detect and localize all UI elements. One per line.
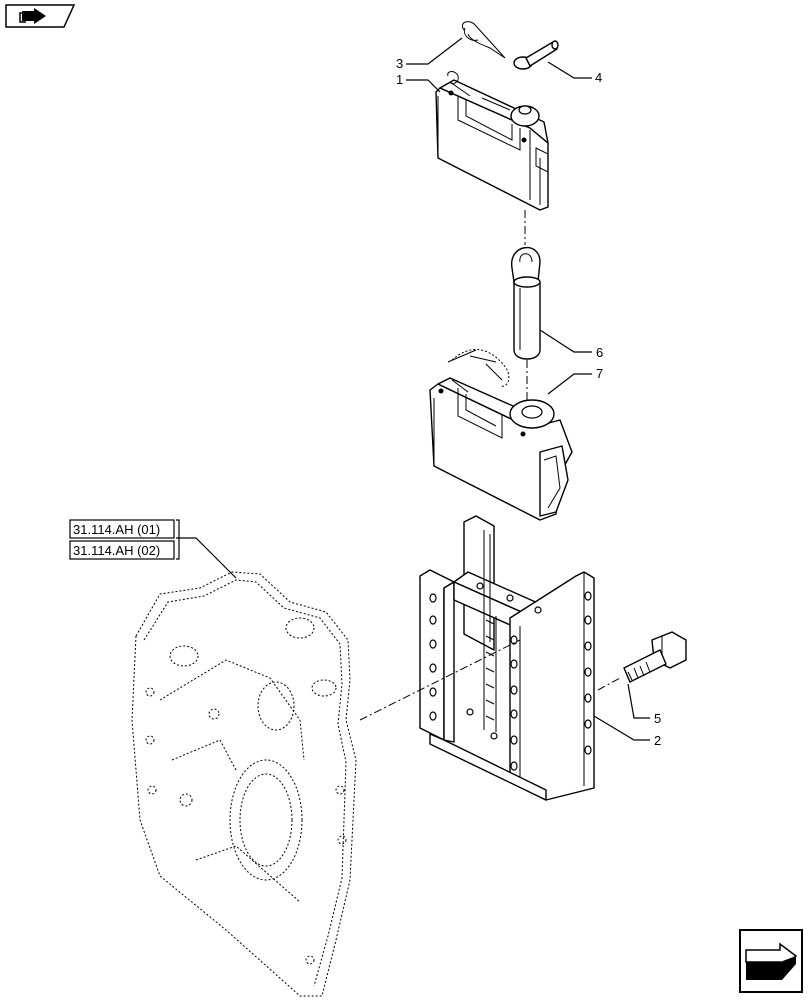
callout-3: 3 (396, 56, 403, 71)
linch-pin-part-4 (513, 40, 559, 70)
callout-4: 4 (595, 70, 602, 85)
spring-clip-part-3 (462, 21, 506, 59)
reference-label-2: 31.114.AH (02) (73, 543, 160, 558)
reference-link-2[interactable]: 31.114.AH (02) (69, 540, 175, 560)
next-page-arrow-icon[interactable] (739, 929, 803, 993)
frame-holes (429, 582, 592, 771)
bolt-part-5 (623, 631, 687, 683)
reference-link-1[interactable]: 31.114.AH (01) (69, 519, 175, 539)
callout-2: 2 (654, 733, 661, 748)
upper-hitch-assembly-part-1 (435, 71, 549, 211)
leader-lines (176, 37, 650, 741)
callout-numbers: 3 1 4 6 7 5 2 (396, 56, 661, 748)
rear-housing-reference (131, 571, 357, 997)
drawbar-frame-part-2 (419, 515, 595, 801)
lower-hitch-part-7 (429, 349, 573, 521)
reference-label-1: 31.114.AH (01) (73, 522, 160, 537)
callout-1: 1 (396, 72, 403, 87)
book-arrow-icon[interactable] (5, 4, 76, 28)
hitch-pin-part-6 (511, 246, 541, 360)
callout-7: 7 (596, 366, 603, 381)
callout-6: 6 (596, 345, 603, 360)
callout-5: 5 (654, 711, 661, 726)
